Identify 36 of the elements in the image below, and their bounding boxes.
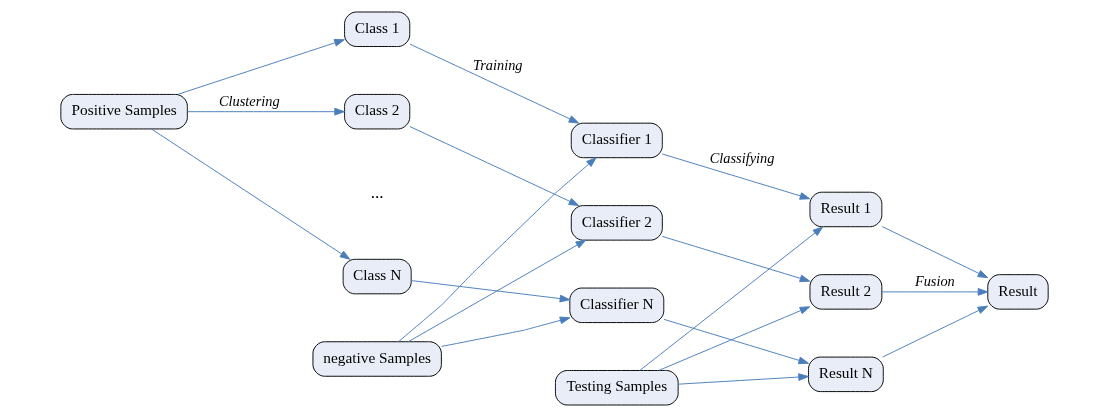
- arrow: [661, 235, 811, 283]
- arrow: [409, 126, 580, 206]
- arrow: [661, 153, 811, 200]
- node-box: Classifier N: [569, 287, 665, 324]
- node-box: Result 1: [809, 191, 883, 228]
- arrow: [663, 318, 809, 365]
- node-box: Classifier 1: [570, 122, 663, 159]
- node-box: Class N: [342, 258, 412, 295]
- arrow: [409, 43, 580, 124]
- arrow: [658, 306, 811, 371]
- arrow: [398, 157, 597, 343]
- arrow: [441, 316, 571, 347]
- node-box: negative Samples: [312, 341, 442, 377]
- edge-label: Training: [473, 56, 523, 73]
- node-box: Classifier 2: [570, 205, 663, 241]
- arrow: [882, 305, 989, 358]
- arrow: [639, 226, 824, 371]
- edge-label: Clustering: [219, 92, 280, 109]
- node-box: Result N: [808, 356, 884, 393]
- arrow: [881, 288, 989, 296]
- arrow: [177, 39, 345, 95]
- node-box: Result 2: [809, 274, 883, 310]
- node-box: Class 2: [344, 93, 411, 130]
- arrow: [187, 107, 345, 116]
- node-box: Result: [987, 274, 1049, 310]
- arrow: [677, 373, 809, 385]
- edge-label: Fusion: [914, 273, 955, 290]
- arrow: [151, 128, 351, 260]
- arrow: [408, 239, 587, 343]
- label: ...: [370, 183, 384, 203]
- node-box: Positive Samples: [60, 93, 188, 130]
- edge-label: Classifying: [709, 150, 775, 167]
- arrow: [410, 280, 571, 303]
- node-box: Testing Samples: [555, 370, 679, 406]
- node-box: Class 1: [344, 11, 411, 47]
- arrow: [881, 226, 989, 279]
